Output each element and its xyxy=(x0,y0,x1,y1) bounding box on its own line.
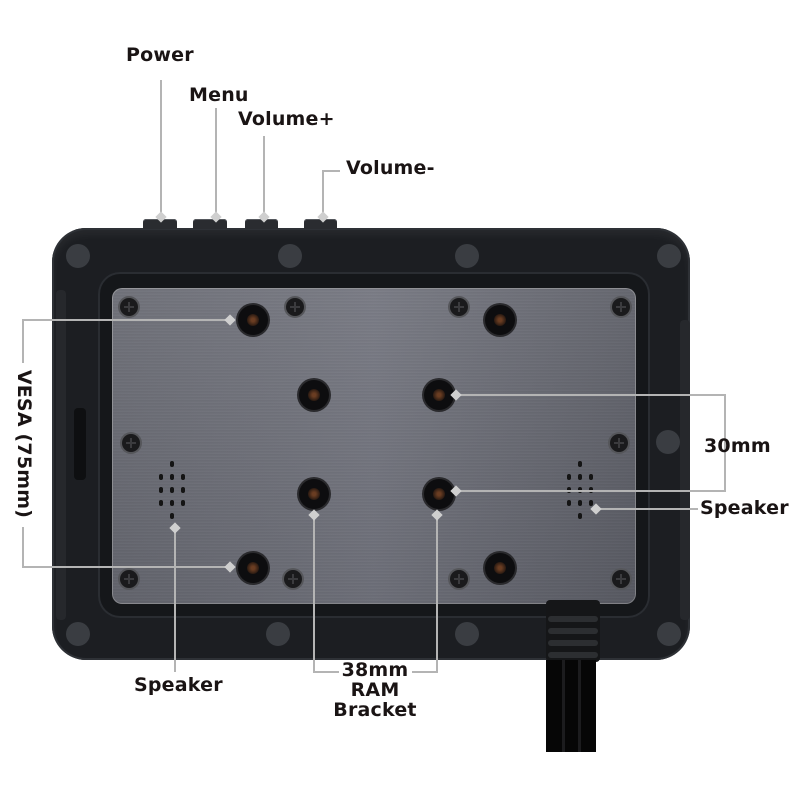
thirty-mm-label: 30mm xyxy=(704,435,771,457)
volume-up-label: Volume+ xyxy=(238,108,335,130)
vesa-mount-hole xyxy=(485,305,515,335)
vesa-callout-line xyxy=(22,319,24,363)
volume-down-label: Volume- xyxy=(346,157,435,179)
thirty-mm-callout-line xyxy=(724,394,726,492)
ram-callout-line xyxy=(412,671,438,673)
screw-icon xyxy=(284,570,302,588)
vesa-mount-hole xyxy=(238,553,268,583)
vesa-callout-line xyxy=(22,566,230,568)
screw-icon xyxy=(612,570,630,588)
metal-back-plate xyxy=(112,288,636,604)
right-speaker-label: Speaker xyxy=(700,497,789,519)
cable-groove xyxy=(562,660,565,752)
screw-icon xyxy=(286,298,304,316)
vesa-callout-line xyxy=(22,527,24,568)
screw-icon xyxy=(122,434,140,452)
ram-mount-hole xyxy=(424,380,454,410)
vesa-callout-line xyxy=(22,319,230,321)
vesa-mount-hole xyxy=(238,305,268,335)
right-side-grip xyxy=(680,320,690,620)
housing-bump xyxy=(66,244,90,268)
screw-icon xyxy=(450,570,468,588)
volume-up-callout-line xyxy=(263,136,265,216)
menu-label: Menu xyxy=(189,84,249,106)
thirty-mm-callout-line xyxy=(458,394,726,396)
screw-icon xyxy=(610,434,628,452)
housing-bump xyxy=(66,622,90,646)
ram-mount-hole xyxy=(299,380,329,410)
left-speaker-label: Speaker xyxy=(134,674,223,696)
cable-ring xyxy=(548,640,598,646)
cable-ring xyxy=(548,628,598,634)
screw-icon xyxy=(120,570,138,588)
ram-label-line1: 38mm xyxy=(341,659,409,681)
left-speaker-callout-line xyxy=(174,530,176,672)
housing-bump xyxy=(266,622,290,646)
ram-label-line2: RAM xyxy=(350,679,400,701)
ram-mount-hole xyxy=(424,479,454,509)
ram-mount-hole xyxy=(299,479,329,509)
cable-ring xyxy=(548,652,598,658)
vesa-label: VESA (75mm) xyxy=(13,369,35,519)
housing-bump xyxy=(278,244,302,268)
volume-up-button[interactable] xyxy=(245,219,278,229)
left-side-slot xyxy=(74,408,86,480)
volume-down-callout-line xyxy=(322,170,324,216)
housing-bump xyxy=(657,244,681,268)
menu-button[interactable] xyxy=(193,219,227,229)
screw-icon xyxy=(612,298,630,316)
power-callout-line xyxy=(160,80,162,216)
left-side-grip xyxy=(56,290,66,620)
cable-groove xyxy=(578,660,581,752)
screw-icon xyxy=(120,298,138,316)
volume-down-button[interactable] xyxy=(304,219,337,229)
power-label: Power xyxy=(126,44,194,66)
ram-callout-line xyxy=(313,516,315,672)
housing-bump xyxy=(657,622,681,646)
ram-label-line3: Bracket xyxy=(333,699,417,721)
cable-ring xyxy=(548,616,598,622)
menu-callout-line xyxy=(215,108,217,216)
thirty-mm-callout-line xyxy=(458,490,726,492)
housing-bump xyxy=(455,244,479,268)
ram-callout-line xyxy=(436,516,438,672)
right-speaker-callout-line xyxy=(598,508,698,510)
power-button[interactable] xyxy=(143,219,177,229)
ram-callout-line xyxy=(313,671,339,673)
housing-bump xyxy=(455,622,479,646)
volume-down-callout-line xyxy=(322,170,340,172)
vesa-mount-hole xyxy=(485,553,515,583)
housing-bump xyxy=(656,430,680,454)
power-cable xyxy=(546,660,596,752)
screw-icon xyxy=(450,298,468,316)
ram-bracket-label: 38mm RAM Bracket xyxy=(326,660,424,720)
